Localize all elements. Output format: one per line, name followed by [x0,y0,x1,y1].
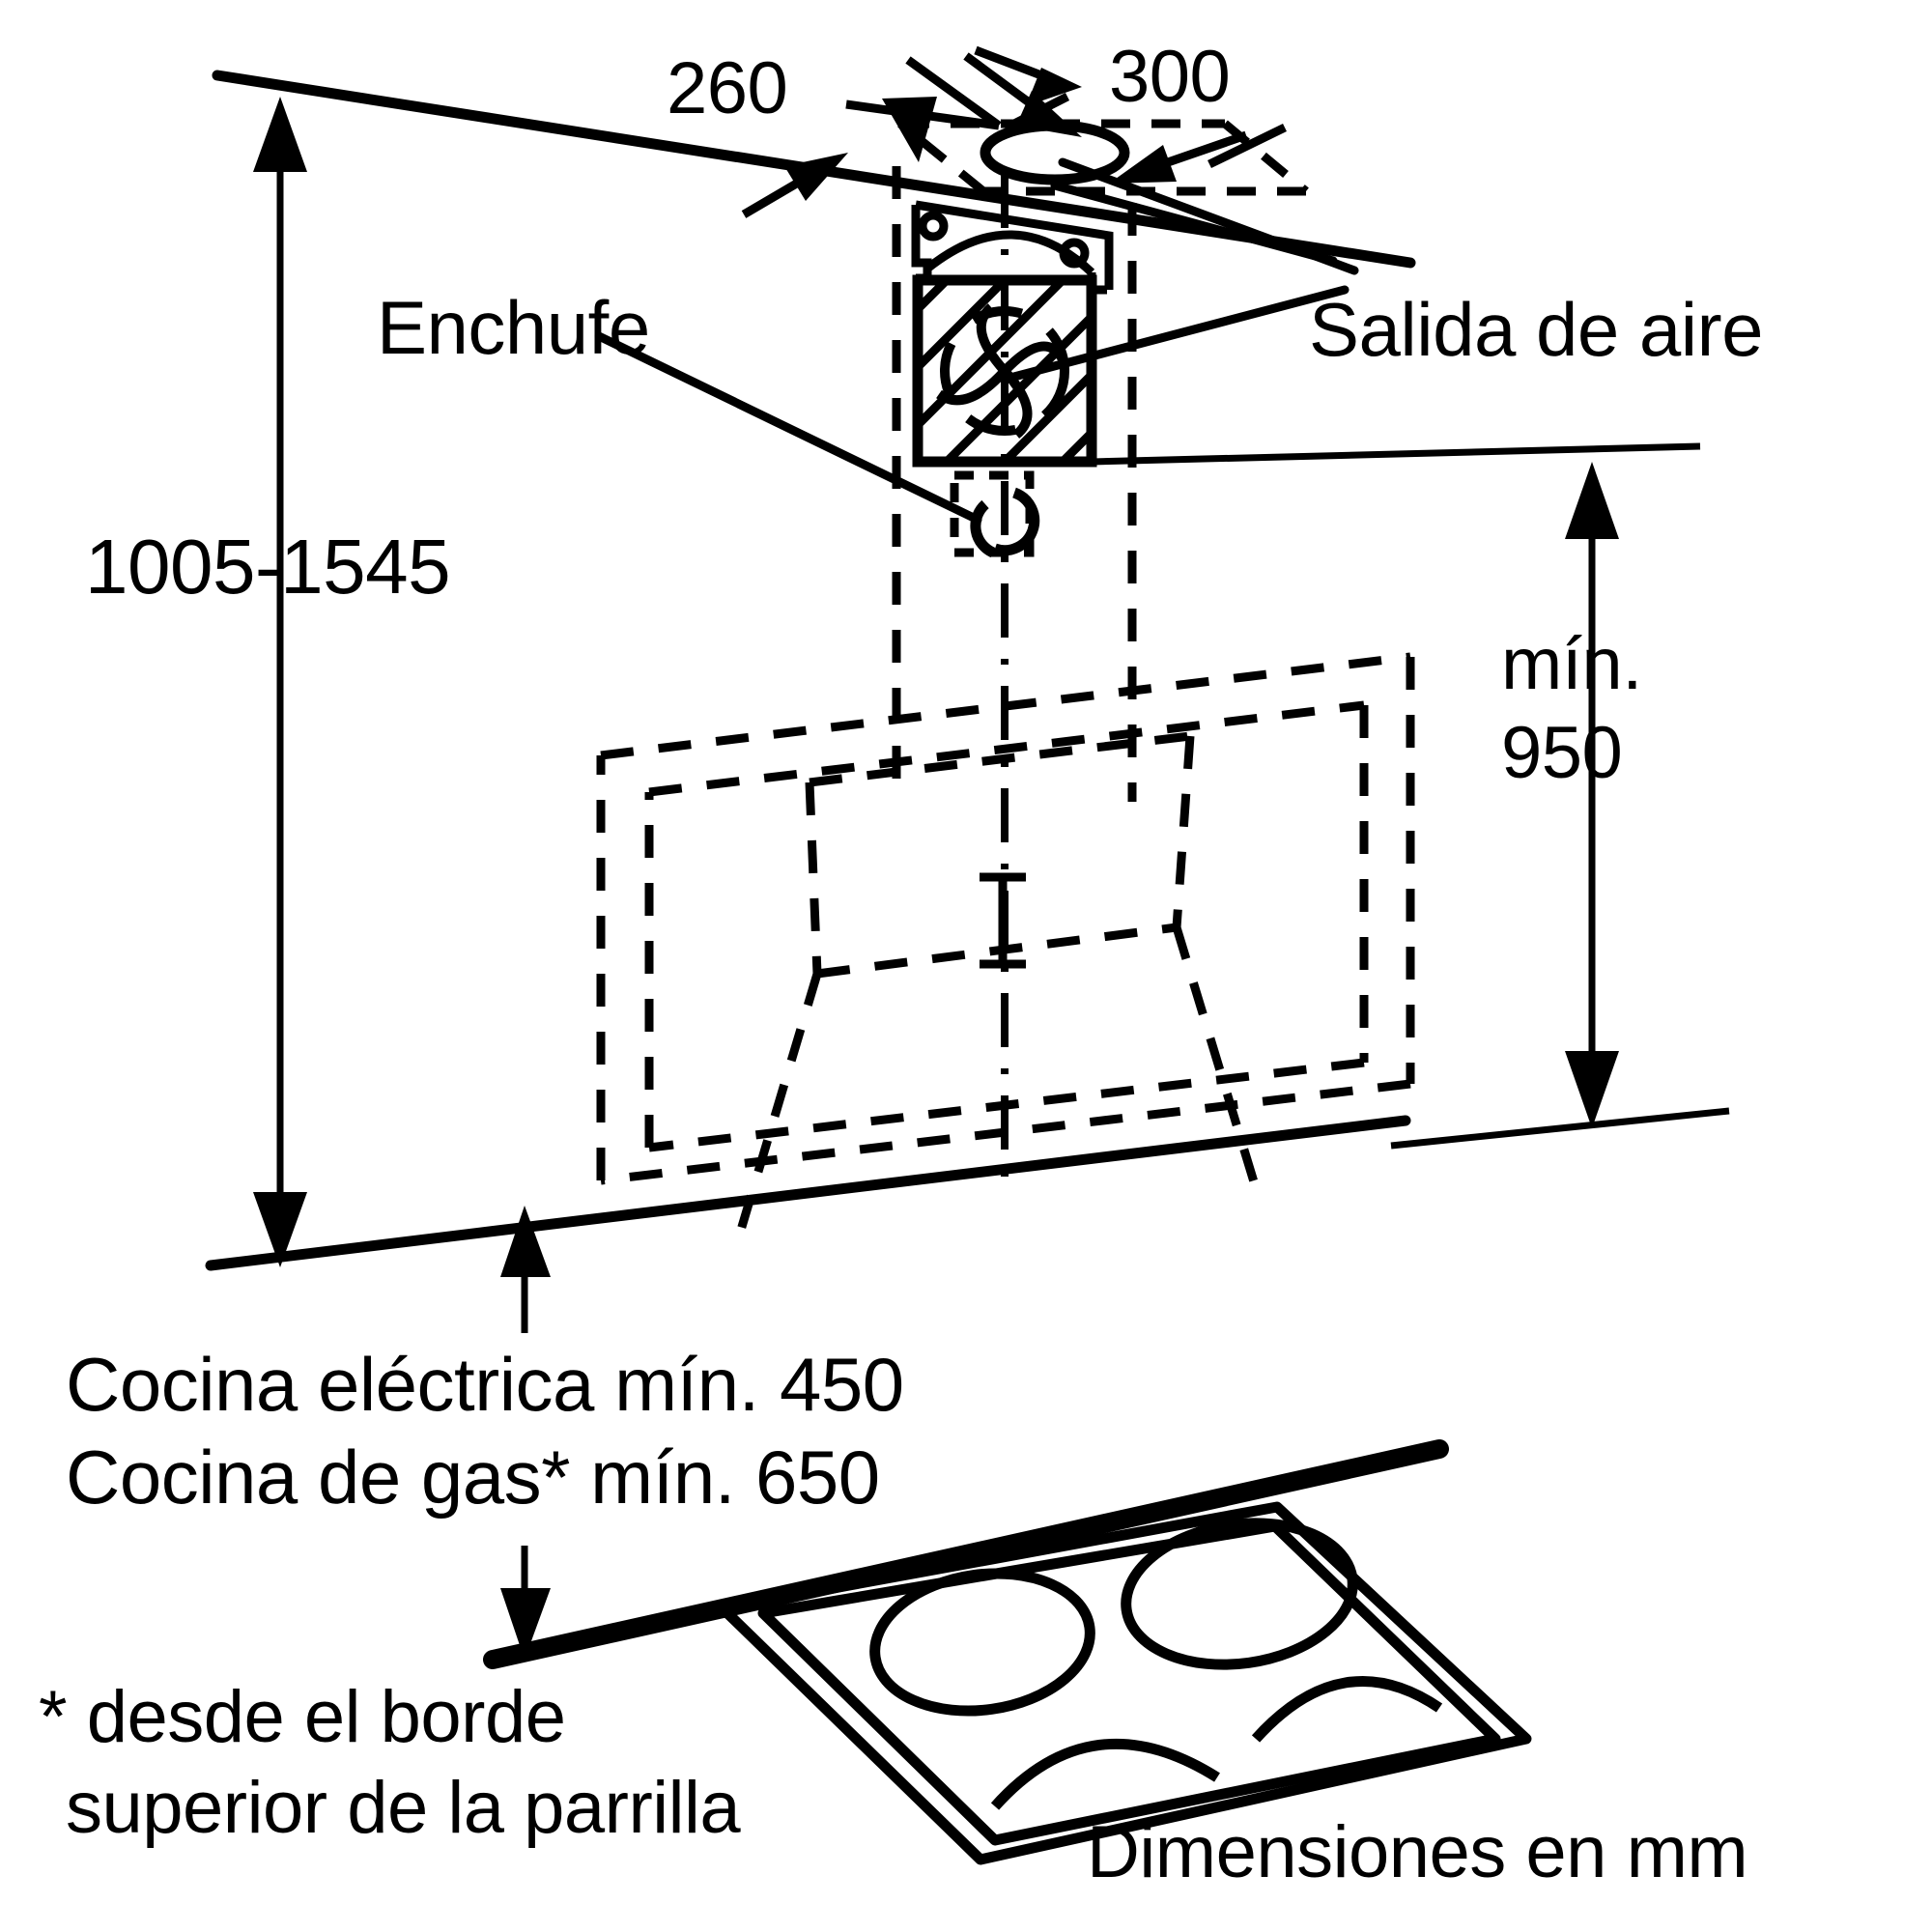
hood-canopy-outline [731,731,1261,1248]
hob-reference-line [205,1115,1411,1271]
gas-clearance-note: Cocina de gas* mín. 650 [66,1435,880,1520]
air-outlet-leader-lines [1002,157,1359,384]
cooktop-icon [483,1439,1532,1865]
air-outlet-ellipse-icon [980,120,1130,185]
electric-clearance-note: Cocina eléctrica mín. 450 [66,1342,904,1427]
power-socket-icon [950,470,1040,558]
min950-upper-extension [1091,442,1701,466]
arrow-up-icon [253,97,307,172]
overall-height-dimension [253,97,307,1267]
overall-height-label: 1005-1545 [85,524,451,610]
arrow-up-icon [1565,462,1619,539]
footnote-line2: superior de la parrilla [66,1767,741,1849]
callout-air-outlet-label: Salida de aire [1309,287,1764,372]
min950-lower-extension [1390,1107,1730,1150]
gas-clearance-arrow [500,1546,551,1660]
arrow-up-icon [500,1206,551,1277]
arrow-down-icon [253,1192,307,1267]
ceiling-mount-bracket [911,200,1114,295]
dim-300-label: 300 [1109,36,1231,118]
plug-leader-line [594,331,982,525]
electric-clearance-arrow [500,1206,551,1333]
min-clearance-label-line2: 950 [1501,712,1623,794]
dim-260-arrow-lower [741,153,848,218]
dim-300-leader-right [1109,123,1287,184]
canopy-tickmarks [980,872,1026,969]
arrow-down-icon [500,1588,551,1660]
min-clearance-dimension [1565,462,1619,1128]
hood-body-outline [596,652,1415,1185]
units-note: Dimensiones en mm [1087,1811,1748,1893]
arrow-down-icon [1565,1051,1619,1128]
dim-260-label: 260 [667,47,788,129]
footnote-line1: * desde el borde [39,1676,566,1758]
min-clearance-label-line1: mín. [1501,623,1642,705]
callout-plug-label: Enchufe [377,285,650,370]
